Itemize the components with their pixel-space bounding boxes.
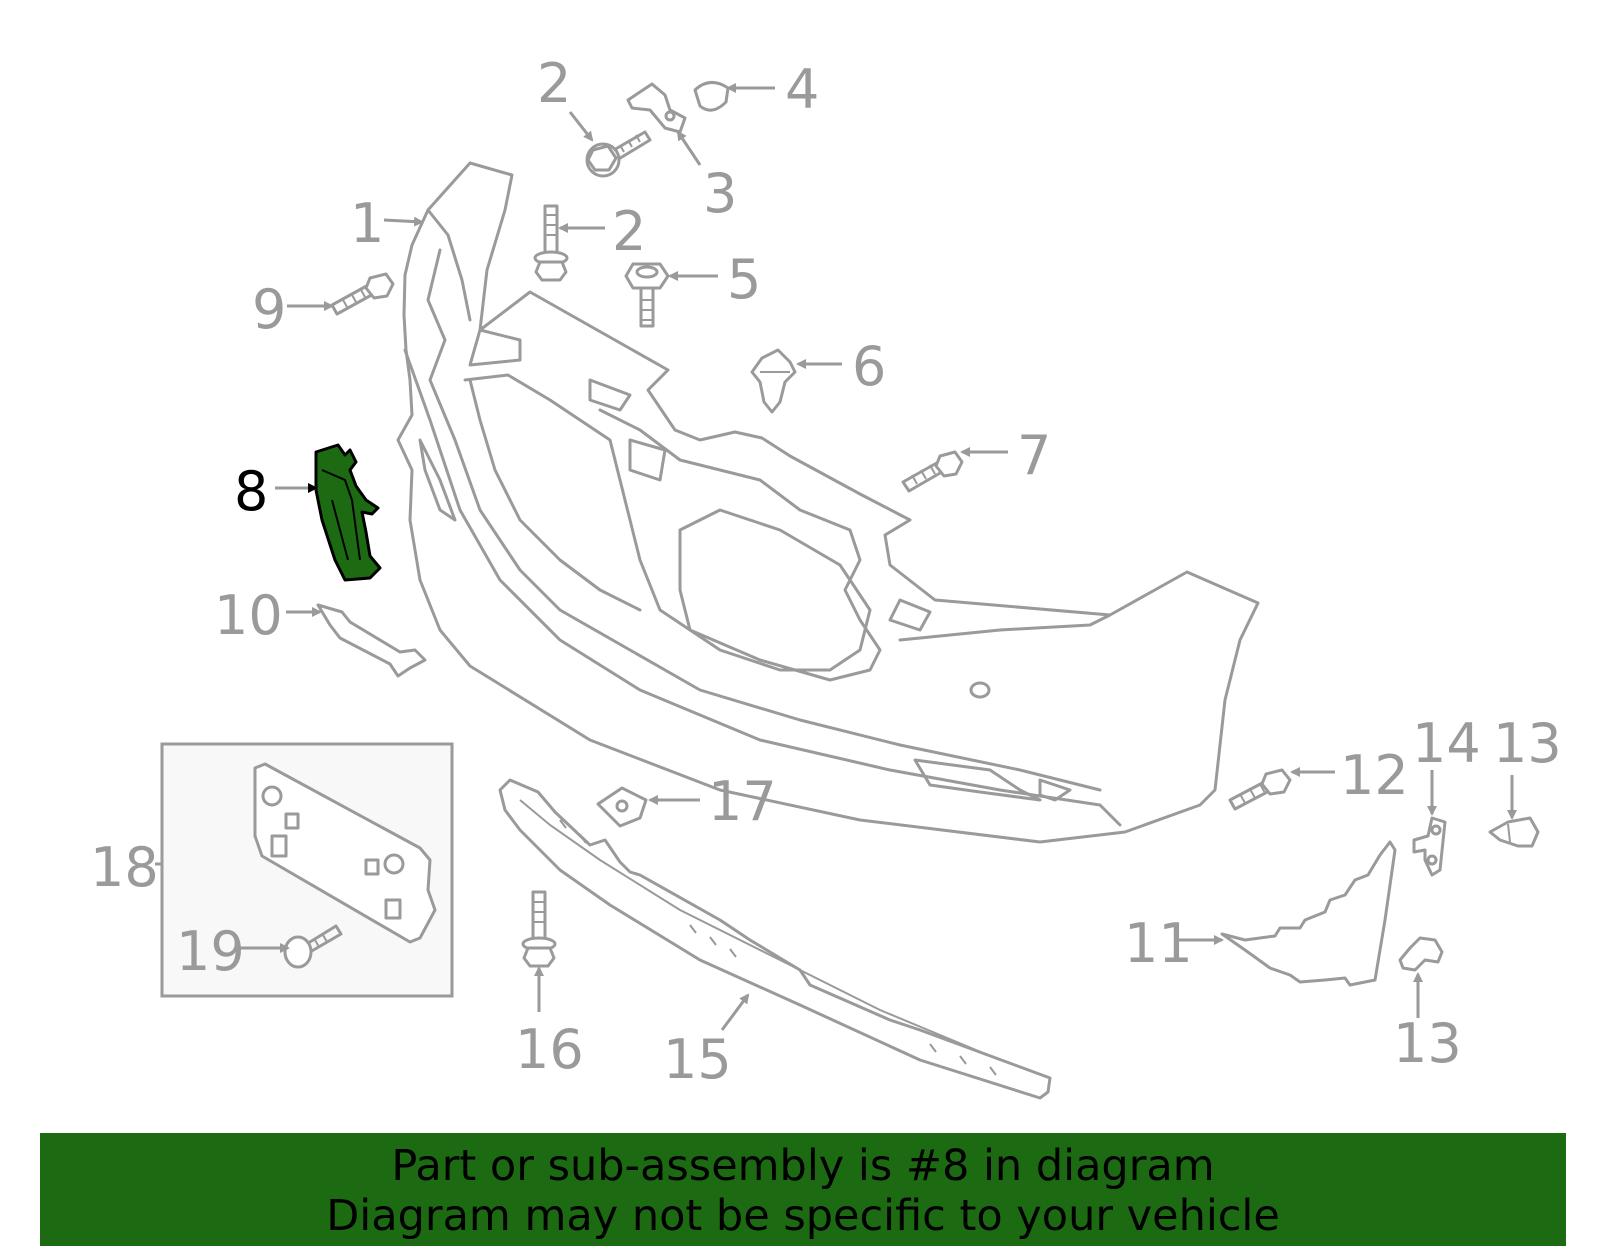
leader-lines xyxy=(155,83,1517,1031)
highlighted-bracket-part-8 xyxy=(314,443,382,582)
callout-9: 9 xyxy=(252,278,286,341)
callout-4: 4 xyxy=(785,58,819,121)
bracket-part-3 xyxy=(626,82,687,134)
bolt-part-2-upper xyxy=(585,130,652,178)
callout-numbers: 1 2 2 3 4 5 6 7 8 9 10 11 12 13 13 14 15… xyxy=(90,52,1562,1091)
bracket-part-10 xyxy=(316,603,427,678)
bolt-part-12 xyxy=(1228,768,1292,811)
callout-6: 6 xyxy=(852,335,886,398)
callout-5: 5 xyxy=(727,248,761,311)
callout-12: 12 xyxy=(1340,744,1409,807)
bolt-part-16 xyxy=(521,890,557,968)
callout-1: 1 xyxy=(350,192,384,255)
callout-18: 18 xyxy=(90,836,159,899)
banner-line-2: Diagram may not be specific to your vehi… xyxy=(326,1191,1280,1241)
clip-part-13-lower xyxy=(1398,936,1444,972)
callout-16: 16 xyxy=(515,1018,584,1081)
bolt-part-7 xyxy=(901,450,964,493)
callout-14: 14 xyxy=(1412,712,1481,775)
callout-7: 7 xyxy=(1017,424,1051,487)
bracket-part-14 xyxy=(1412,816,1447,877)
clip-part-13-upper xyxy=(1488,816,1540,848)
info-banner: Part or sub-assembly is #8 in diagram Di… xyxy=(40,1133,1566,1246)
lower-bracket-part-11 xyxy=(1220,840,1397,987)
push-clip-part-6 xyxy=(750,348,797,414)
callout-11: 11 xyxy=(1124,912,1193,975)
callout-19: 19 xyxy=(176,920,245,983)
callout-13-lower: 13 xyxy=(1393,1012,1462,1075)
callout-2-vertical: 2 xyxy=(612,200,646,263)
callout-15: 15 xyxy=(663,1028,732,1091)
license-plate-inset xyxy=(160,742,454,998)
exploded-parts-diagram: 1 2 2 3 4 5 6 7 8 9 10 11 12 13 13 14 15… xyxy=(90,52,1562,1100)
clip-part-4 xyxy=(693,81,730,112)
callout-17: 17 xyxy=(708,770,777,833)
callout-13-upper: 13 xyxy=(1493,712,1562,775)
bolt-part-9 xyxy=(330,272,395,316)
callout-8: 8 xyxy=(234,460,268,523)
bumper-cover-part-1 xyxy=(396,161,1260,844)
bolt-part-2-vertical xyxy=(533,204,569,282)
nut-clip-part-17 xyxy=(596,786,648,828)
bolt-part-5 xyxy=(624,262,670,328)
callout-10: 10 xyxy=(214,584,283,647)
callout-3: 3 xyxy=(703,162,737,225)
lower-strip-part-15 xyxy=(498,778,1052,1100)
callout-2-upper: 2 xyxy=(537,52,571,115)
banner-line-1: Part or sub-assembly is #8 in diagram xyxy=(391,1141,1215,1191)
